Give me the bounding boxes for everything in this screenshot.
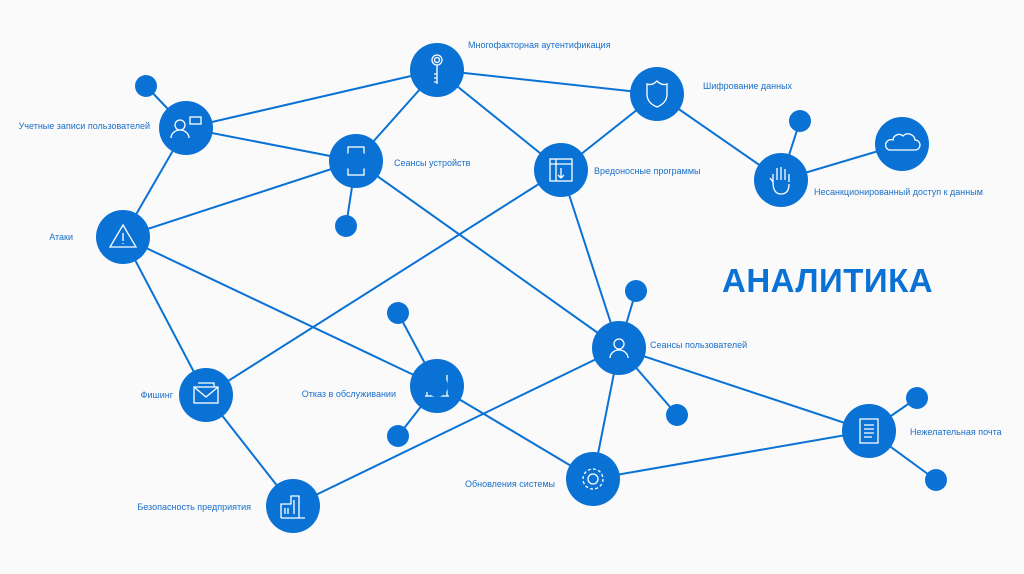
satellite-dot [906, 387, 928, 409]
label-accounts: Учетные записи пользователей [18, 121, 150, 131]
satellite-dot [387, 425, 409, 447]
label-spam: Нежелательная почта [910, 427, 1002, 437]
edge-devices-attacks [122, 160, 357, 238]
edge-malware-phishing [205, 169, 562, 396]
node-cloud [875, 117, 929, 171]
label-sessions: Сеансы пользователей [650, 340, 748, 350]
cloud-icon [885, 133, 921, 151]
hand-icon [769, 167, 790, 195]
edge-malware-sessions [560, 169, 620, 349]
label-enterprise: Безопасность предприятия [137, 502, 251, 512]
satellite-dot [666, 404, 688, 426]
edge-sessions-enterprise [292, 347, 620, 507]
label-attacks: Атаки [49, 232, 73, 242]
node-attacks [96, 210, 150, 264]
edge-accounts-mfa [185, 69, 438, 129]
node-unauthorized [754, 153, 808, 207]
satellite-dot [345, 150, 367, 172]
node-enterprise [266, 479, 320, 533]
label-mfa: Многофакторная аутентификация [468, 40, 611, 50]
edge-updates-spam [592, 430, 870, 480]
node-circle [842, 404, 896, 458]
node-circle [159, 101, 213, 155]
node-spam [842, 404, 896, 458]
node-phishing [179, 368, 233, 422]
label-updates: Обновления системы [464, 479, 555, 489]
node-accounts [159, 101, 213, 155]
label-phishing: Фишинг [140, 390, 173, 400]
node-mfa [410, 43, 464, 97]
key-icon [431, 54, 443, 84]
satellite-dot [335, 215, 357, 237]
satellite-dot [426, 375, 448, 397]
node-malware [534, 143, 588, 197]
edge-attacks-phishing [122, 236, 207, 396]
satellite-dot [135, 75, 157, 97]
satellite-dot [625, 280, 647, 302]
node-encryption [630, 67, 684, 121]
node-circle [179, 368, 233, 422]
label-malware: Вредоносные программы [594, 166, 701, 176]
node-circle [875, 117, 929, 171]
document-icon [859, 418, 879, 444]
user-card-icon [170, 116, 202, 139]
edge-dos-updates [436, 385, 594, 480]
label-unauthorized: Несанкционированный доступ к данным [814, 187, 983, 197]
edge-accounts-devices [185, 127, 357, 162]
node-circle [566, 452, 620, 506]
download-window-icon [549, 158, 573, 182]
warning-icon [108, 223, 138, 248]
page-title: АНАЛИТИКА [722, 262, 934, 299]
building-icon [280, 495, 305, 519]
label-encryption: Шифрование данных [703, 81, 793, 91]
edge-attacks-dos [122, 236, 438, 387]
edge-sessions-spam [618, 347, 870, 432]
satellite-dot [789, 110, 811, 132]
satellite-dot [387, 302, 409, 324]
label-dos: Отказ в обслуживании [301, 389, 396, 399]
envelope-icon [193, 382, 219, 404]
user-icon [609, 338, 629, 359]
edge-devices-sessions [355, 160, 620, 349]
satellite-dot [925, 469, 947, 491]
node-circle [266, 479, 320, 533]
label-devices: Сеансы устройств [394, 158, 471, 168]
node-circle [630, 67, 684, 121]
shield-icon [646, 80, 668, 108]
node-updates [566, 452, 620, 506]
gear-icon [582, 468, 604, 490]
edge-mfa-encryption [436, 69, 658, 95]
node-circle [592, 321, 646, 375]
node-sessions [592, 321, 646, 375]
